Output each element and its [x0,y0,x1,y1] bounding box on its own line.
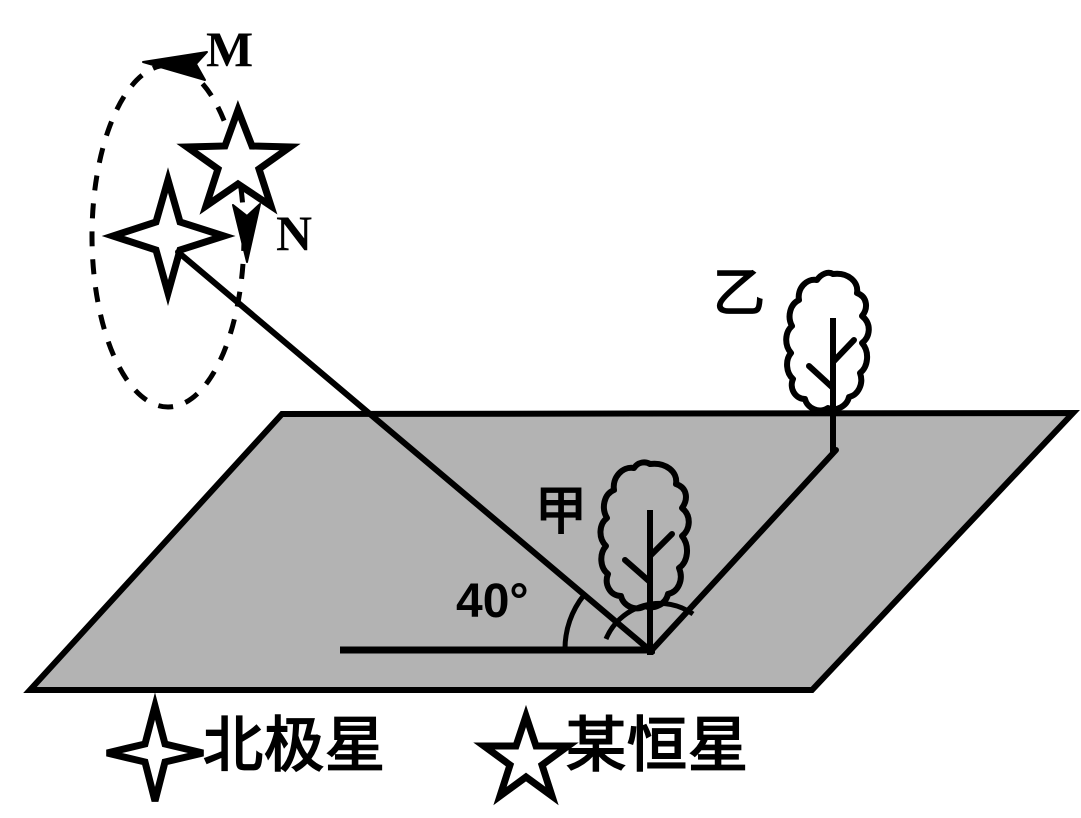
orbit-arrow-n [232,203,261,263]
angle-arc-40deg [562,593,586,651]
orbit-label-m: M [206,21,254,77]
ground-plane [23,409,1080,693]
legend-four-pointed-star-icon [106,692,204,802]
tree-yi [783,269,872,452]
angle-label: 40° [456,575,529,628]
orbit-label-n: N [276,205,313,261]
orbit-arrow-m [142,51,208,81]
moving-star [176,100,301,215]
legend-label-star: 某恒星 [566,711,749,781]
polaris-star [101,167,236,307]
tree-jia [597,459,692,655]
sight-line-to-yi-tree [648,447,839,654]
tree-label-yi: 乙 [713,264,766,324]
legend-five-pointed-star-icon [473,704,579,806]
legend-label-polaris: 北极星 [203,711,386,781]
polaris-ray-line [175,249,655,655]
tree-label-jia: 甲 [535,482,588,542]
